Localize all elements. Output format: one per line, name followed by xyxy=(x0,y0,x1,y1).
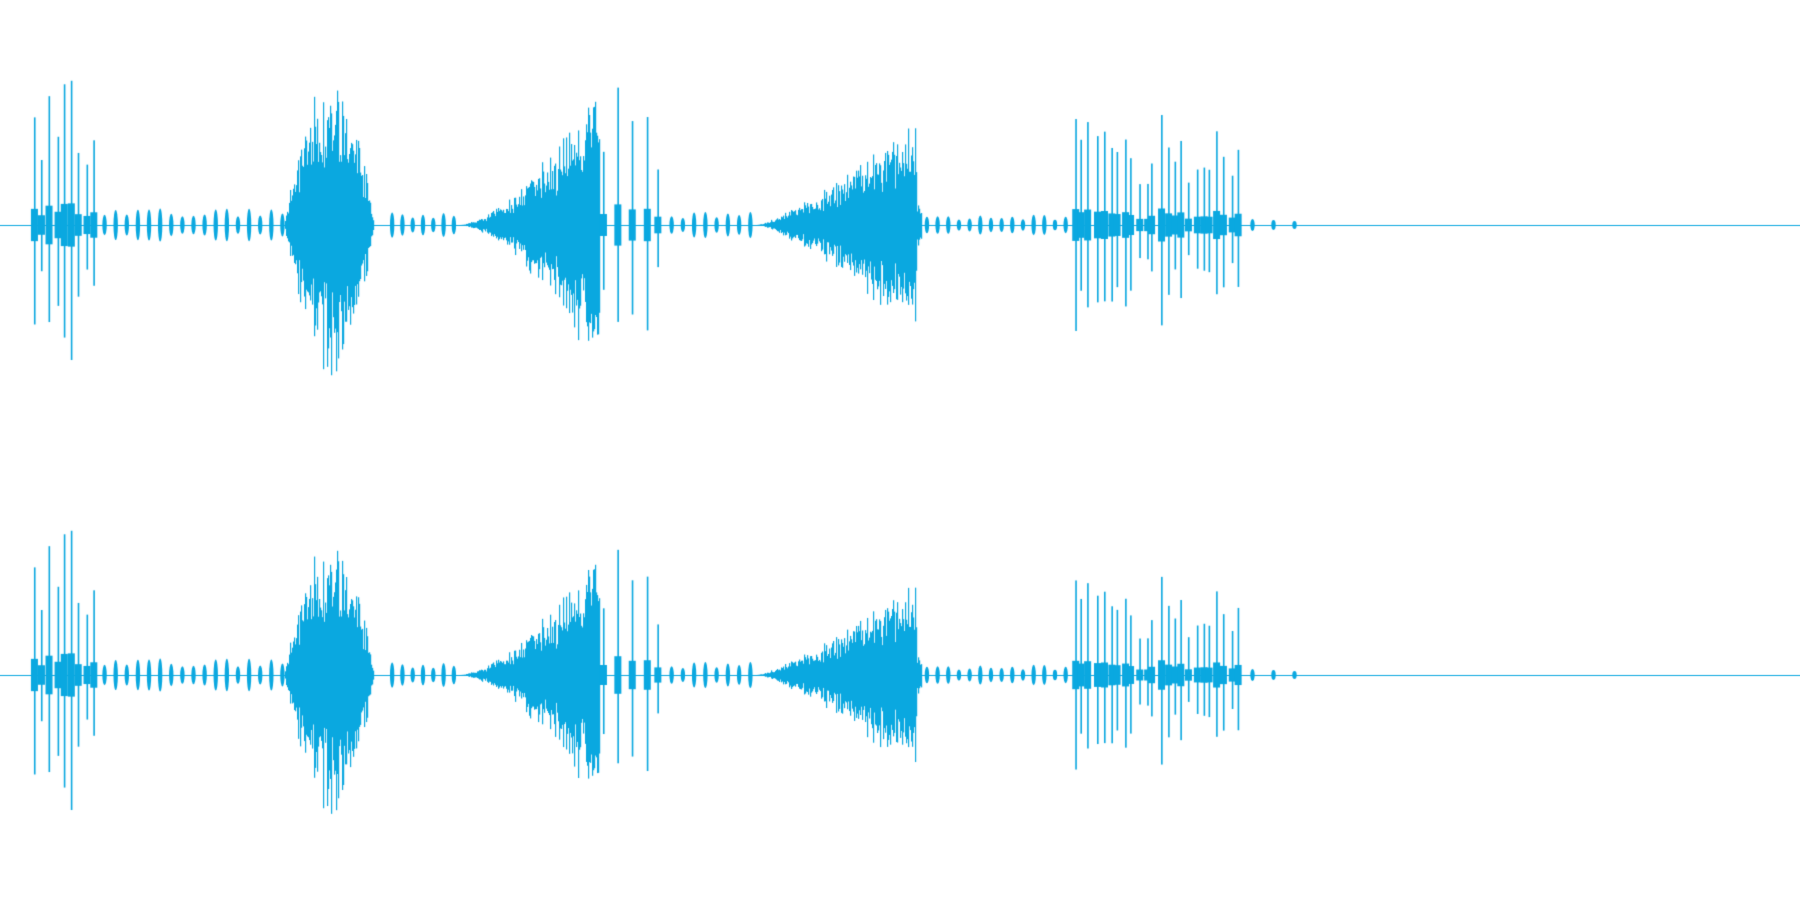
waveform-display[interactable] xyxy=(0,0,1800,900)
